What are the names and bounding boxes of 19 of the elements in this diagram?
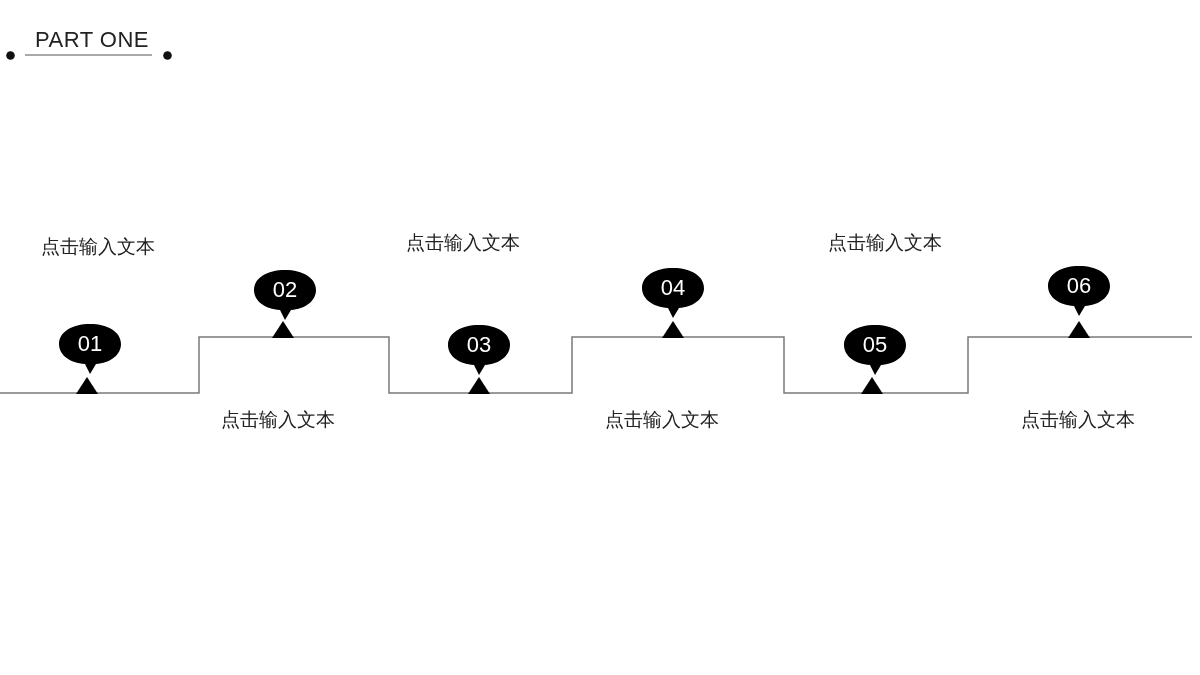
step-text: 点击输入文本	[1021, 408, 1135, 432]
speech-bubble	[447, 324, 511, 376]
step-text: 点击输入文本	[605, 408, 719, 432]
speech-bubble	[843, 324, 907, 376]
step-number: 06	[1065, 273, 1093, 299]
step-number: 02	[271, 277, 299, 303]
speech-bubble	[253, 269, 317, 321]
step-number: 04	[659, 275, 687, 301]
step-text: 点击输入文本	[406, 231, 520, 255]
speech-bubble	[641, 267, 705, 319]
step-text: 点击输入文本	[828, 231, 942, 255]
step-text: 点击输入文本	[41, 235, 155, 259]
step-text: 点击输入文本	[221, 408, 335, 432]
step-number: 03	[465, 332, 493, 358]
title: PART ONE	[35, 27, 150, 53]
step-number: 05	[861, 332, 889, 358]
speech-bubble	[58, 323, 122, 375]
step-number: 01	[76, 331, 104, 357]
speech-bubble	[1047, 265, 1111, 317]
